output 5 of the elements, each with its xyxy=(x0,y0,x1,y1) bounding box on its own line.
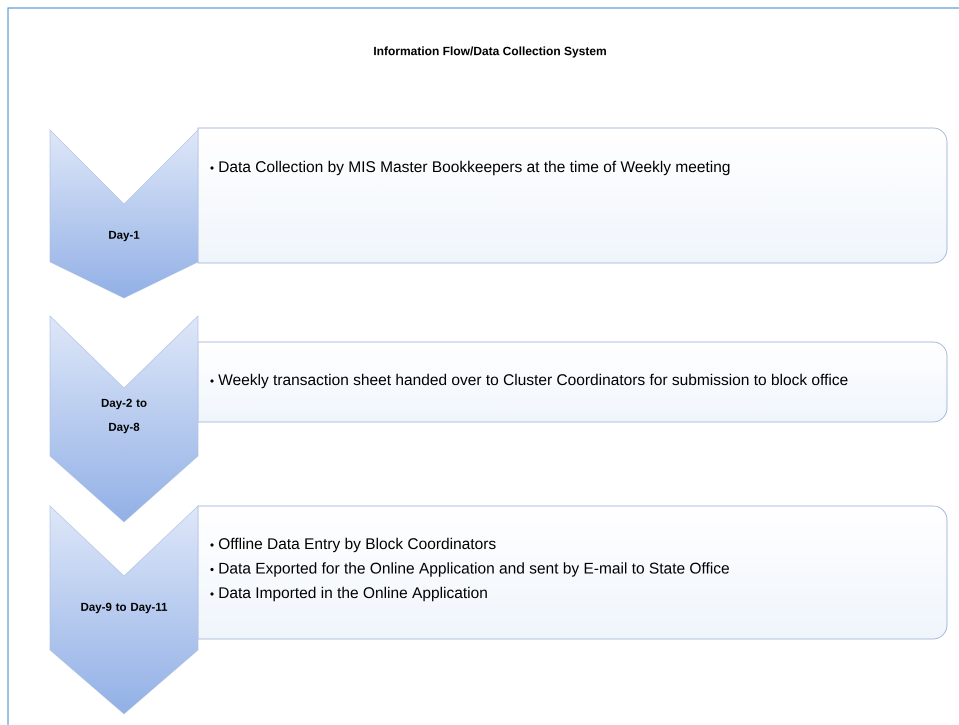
title: Information Flow/Data Collection System xyxy=(374,46,606,58)
text-box: Weekly transaction sheet handed over to Cluster Coordinators for submission to block office xyxy=(198,342,948,422)
stage-banner: Day-9 to Day-11 xyxy=(50,505,198,714)
stage-banner: Day-2 to Day-8 xyxy=(50,315,198,522)
stage-banner: Day-1 xyxy=(50,129,198,298)
